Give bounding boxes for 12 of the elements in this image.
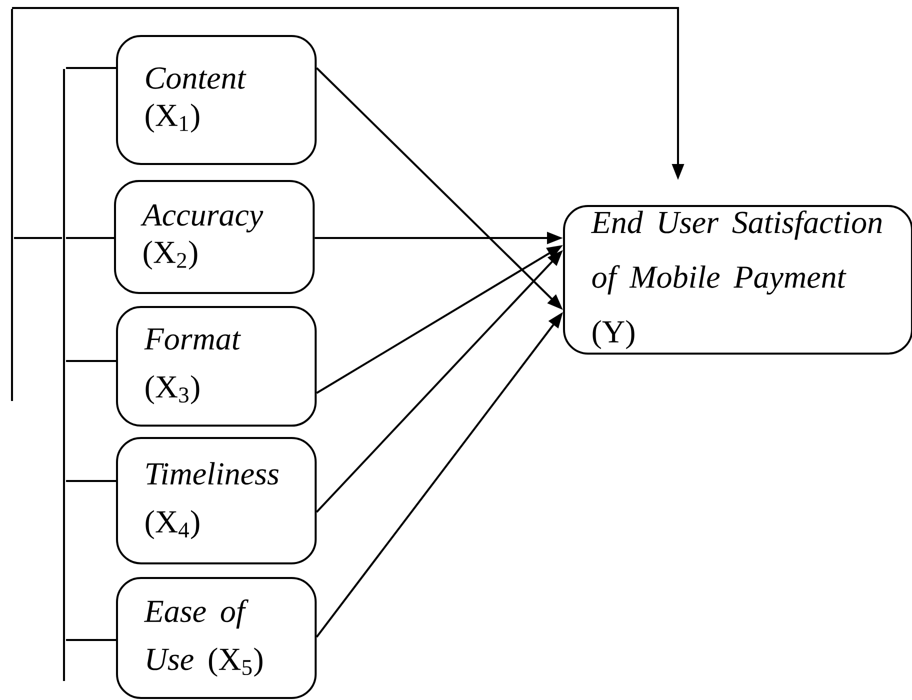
connector-line	[66, 480, 116, 482]
connector-line	[66, 639, 116, 641]
variable-box: Ease of Use (X$_{5}$)	[116, 577, 317, 699]
variable-box: Format (X$_{3}$)	[116, 306, 317, 427]
connector-line	[66, 67, 116, 69]
variable-box: End User Satisfaction of Mobile Payment (Y)	[563, 205, 912, 355]
variable-box: Accuracy (X$_{2}$)	[114, 180, 315, 294]
connector-line	[66, 237, 114, 239]
variable-box: Timeliness (X$_{4}$)	[116, 437, 317, 564]
connector-line	[66, 360, 116, 362]
variable-box: Content (X$_{1}$)	[116, 35, 317, 165]
connector-line	[14, 237, 62, 239]
